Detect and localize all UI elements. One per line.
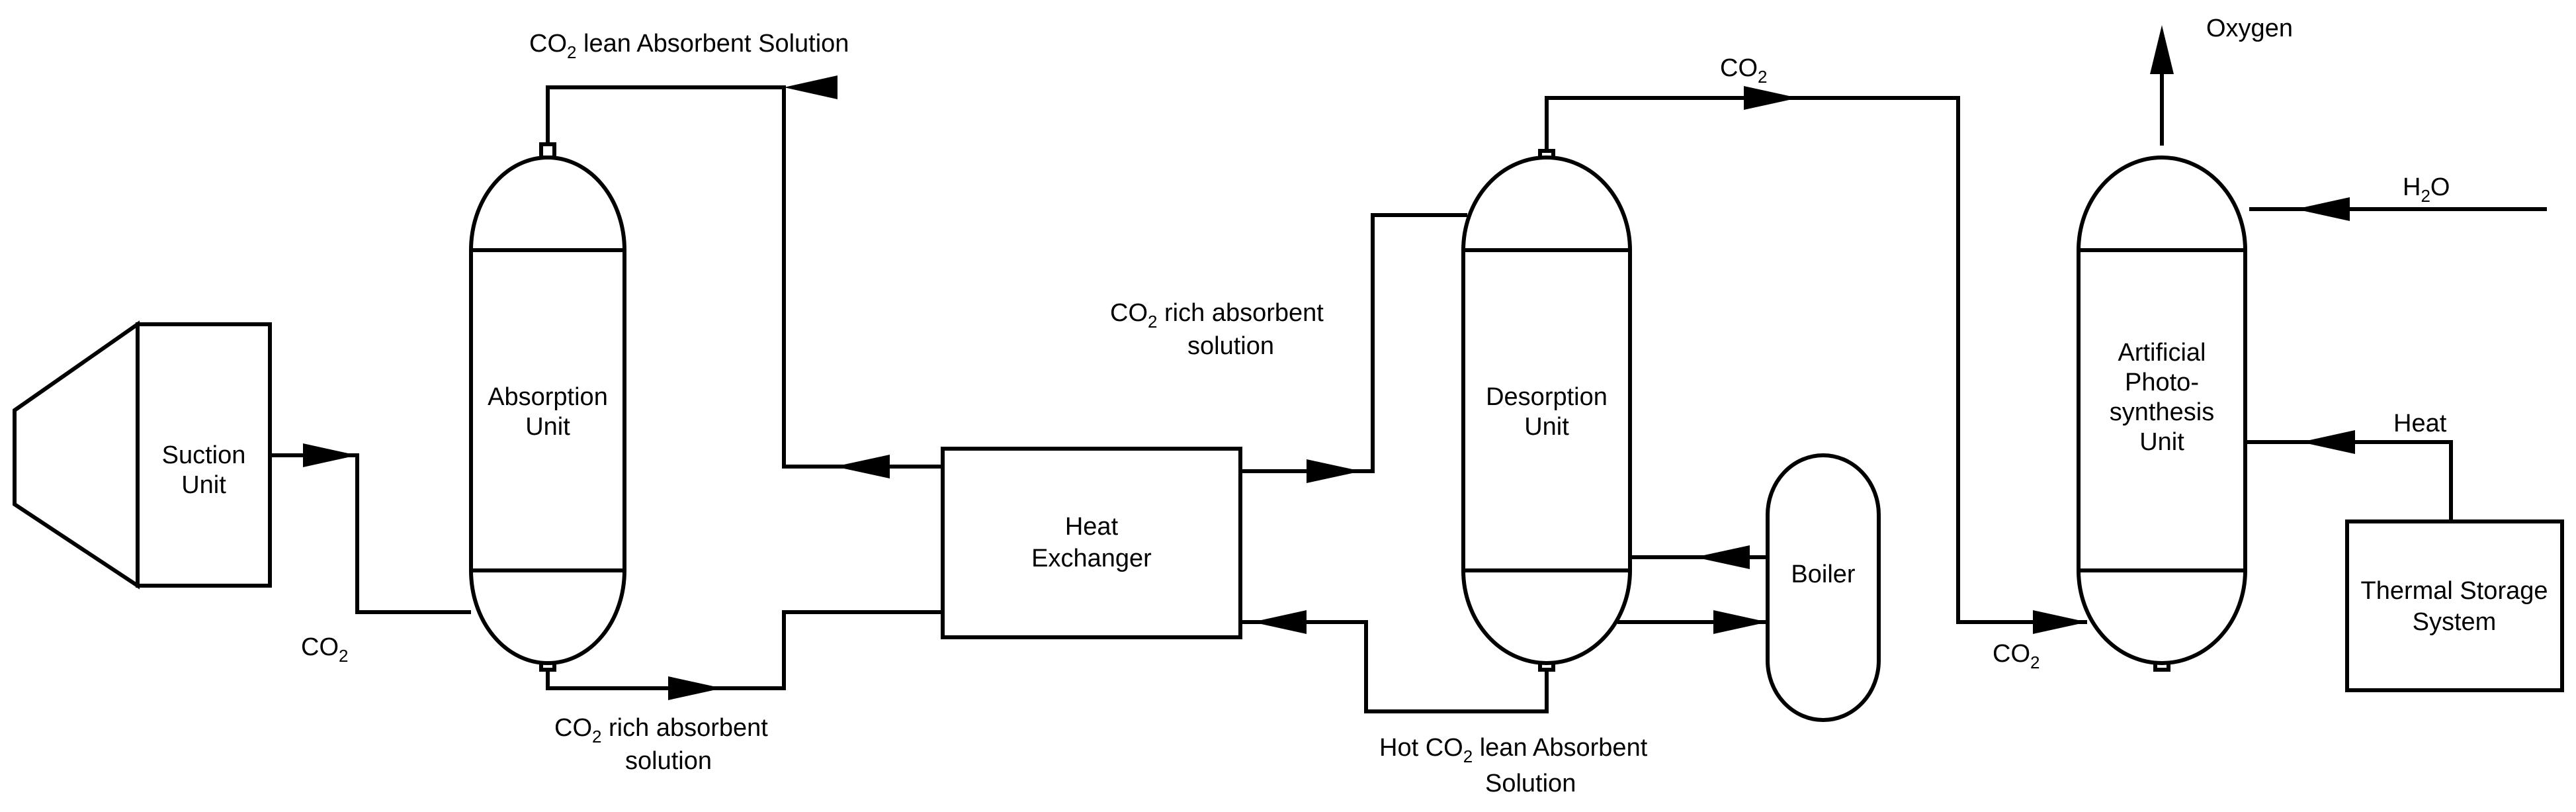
label-co2-rich-bottom-line1: CO2 rich absorbent <box>554 714 768 746</box>
thermal-storage-system: Thermal Storage System <box>2345 519 2564 692</box>
arrow-water-in <box>2296 197 2350 221</box>
photosynthesis-label-line4: Unit <box>2139 428 2184 456</box>
desorption-unit: Desorption Unit <box>1461 149 1632 672</box>
arrow-heat-in <box>2301 430 2355 454</box>
arrow-co2-top <box>1744 86 1798 110</box>
thermal-storage-label-line2: System <box>2413 608 2497 636</box>
photosynthesis-unit: Artificial Photo- synthesis Unit <box>2077 156 2247 672</box>
label-co2-rich-top-line1: CO2 rich absorbent <box>1110 299 1324 332</box>
label-co2-suction: CO2 <box>301 633 348 666</box>
arrow-boiler-to-desorption <box>1695 545 1750 569</box>
label-co2-lean-absorbent-solution: CO2 lean Absorbent Solution <box>529 30 849 62</box>
pipe-rich-absorbent-to-exchanger <box>546 610 943 690</box>
arrow-lean-from-exchanger <box>835 455 890 478</box>
suction-label-line1: Suction <box>162 441 246 469</box>
arrow-oxygen-out <box>2150 25 2174 74</box>
stream-labels: CO2 lean Absorbent Solution CO2 CO2 rich… <box>301 15 2450 797</box>
heat-exchanger-label-line2: Exchanger <box>1031 545 1152 572</box>
arrows <box>303 25 2355 700</box>
absorption-unit: Absorption Unit <box>469 142 626 672</box>
arrow-rich-to-desorption <box>1307 459 1361 483</box>
label-co2-rich-top-line2: solution <box>1187 332 1274 360</box>
heat-exchanger-body <box>941 447 1242 639</box>
thermal-storage-body <box>2345 519 2564 692</box>
pipe-heat-in <box>2246 440 2453 521</box>
pipe-hot-lean-to-exchanger <box>1240 620 1549 713</box>
arrow-desorption-to-boiler <box>1713 610 1768 634</box>
absorption-label-line1: Absorption <box>488 383 608 411</box>
suction-hood <box>13 320 140 590</box>
thermal-storage-label-line1: Thermal Storage <box>2360 577 2548 605</box>
boiler-vessel <box>1766 453 1881 722</box>
label-oxygen: Oxygen <box>2206 15 2293 42</box>
desorption-label-line2: Unit <box>1524 413 1569 441</box>
absorption-label-line2: Unit <box>525 413 570 441</box>
heat-exchanger: Heat Exchanger <box>941 447 1242 639</box>
pipe-co2-to-photosynthesis <box>1545 96 2087 624</box>
arrow-hot-lean-to-exchanger <box>1252 610 1307 634</box>
label-co2-photosynthesis: CO2 <box>1993 640 2039 672</box>
boiler: Boiler <box>1766 453 1881 722</box>
label-hot-co2-lean-line1: Hot CO2 lean Absorbent <box>1379 734 1648 766</box>
photosynthesis-label-line3: synthesis <box>2110 398 2214 426</box>
arrow-rich-to-exchanger <box>668 676 722 700</box>
photosynthesis-label-line1: Artificial <box>2118 339 2206 367</box>
pipe-rich-absorbent-to-desorption <box>1240 213 1467 473</box>
label-heat: Heat <box>2393 410 2447 437</box>
arrow-co2-into-absorption <box>303 443 357 467</box>
label-co2-desorption-top: CO2 <box>1720 54 1767 87</box>
arrow-co2-into-photosynthesis <box>2033 610 2087 634</box>
photosynthesis-label-line2: Photo- <box>2125 369 2199 396</box>
pipe-co2-suction-to-absorption <box>258 453 471 614</box>
heat-exchanger-label-line1: Heat <box>1065 513 1119 541</box>
suction-body <box>136 322 272 588</box>
desorption-label-line1: Desorption <box>1486 383 1608 411</box>
suction-label-line2: Unit <box>181 471 226 499</box>
arrow-lean-to-absorption <box>784 75 837 99</box>
label-co2-rich-bottom-line2: solution <box>625 747 712 775</box>
label-water: H2O <box>2403 173 2450 206</box>
suction-unit: Suction Unit <box>13 320 272 590</box>
boiler-label: Boiler <box>1791 561 1855 588</box>
label-hot-co2-lean-line2: Solution <box>1485 770 1576 797</box>
